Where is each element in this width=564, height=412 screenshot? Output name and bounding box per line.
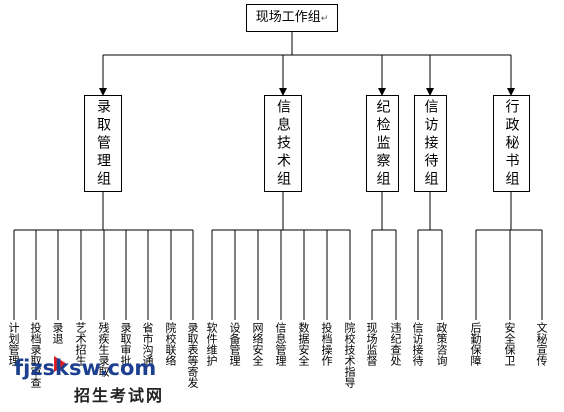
- leaf-item: 艺术招生: [74, 322, 87, 366]
- leaf-item: 网络安全: [251, 322, 264, 366]
- leaf-item: 残疾生录取: [97, 322, 110, 377]
- group-label-admission: 录取管理组: [95, 98, 111, 189]
- leaf-item: 省市沟通: [141, 322, 154, 366]
- leaf-item: 现场监督: [365, 322, 378, 366]
- leaf-item: 信息管理: [274, 322, 287, 366]
- leaf-item: 院校联络: [164, 322, 177, 366]
- group-label-it: 信息技术组: [275, 98, 291, 189]
- leaf-item: 政策咨询: [435, 322, 448, 366]
- leaf-item: 安全保卫: [503, 322, 516, 366]
- group-node-it: 信息技术组: [264, 95, 302, 192]
- leaf-item: 信访接待: [411, 322, 424, 366]
- leaf-item: 投档录取审查: [29, 322, 42, 388]
- leaf-item: 后勤保障: [469, 322, 482, 366]
- leaf-item: 院校技术指导: [343, 322, 356, 388]
- group-label-admin: 行政秘书组: [503, 98, 520, 189]
- paragraph-mark: ↵: [320, 14, 329, 24]
- group-node-admin: 行政秘书组: [493, 95, 530, 192]
- leaf-item: 录取审批: [119, 322, 132, 366]
- group-node-petition: 信访接待组: [414, 95, 447, 192]
- root-node-box: 现场工作组↵: [246, 4, 338, 32]
- root-node-label: 现场工作组: [255, 10, 321, 25]
- group-node-discipline: 纪检监察组: [366, 95, 399, 192]
- leaf-item: 录退: [51, 322, 64, 344]
- leaf-item: 数据安全: [297, 322, 310, 366]
- leaf-item: 设备管理: [228, 322, 241, 366]
- leaf-item: 投档操作: [320, 322, 333, 366]
- group-label-discipline: 纪检监察组: [374, 98, 391, 189]
- group-node-admission: 录取管理组: [84, 95, 122, 192]
- leaf-item: 软件维护: [205, 322, 218, 366]
- group-label-petition: 信访接待组: [422, 98, 439, 189]
- leaf-item: 计划管理: [7, 322, 20, 366]
- leaf-item: 违纪查处: [389, 322, 402, 366]
- leaf-item: 文秘宣传: [535, 322, 548, 366]
- leaf-item: 录取表等寄发: [186, 322, 199, 388]
